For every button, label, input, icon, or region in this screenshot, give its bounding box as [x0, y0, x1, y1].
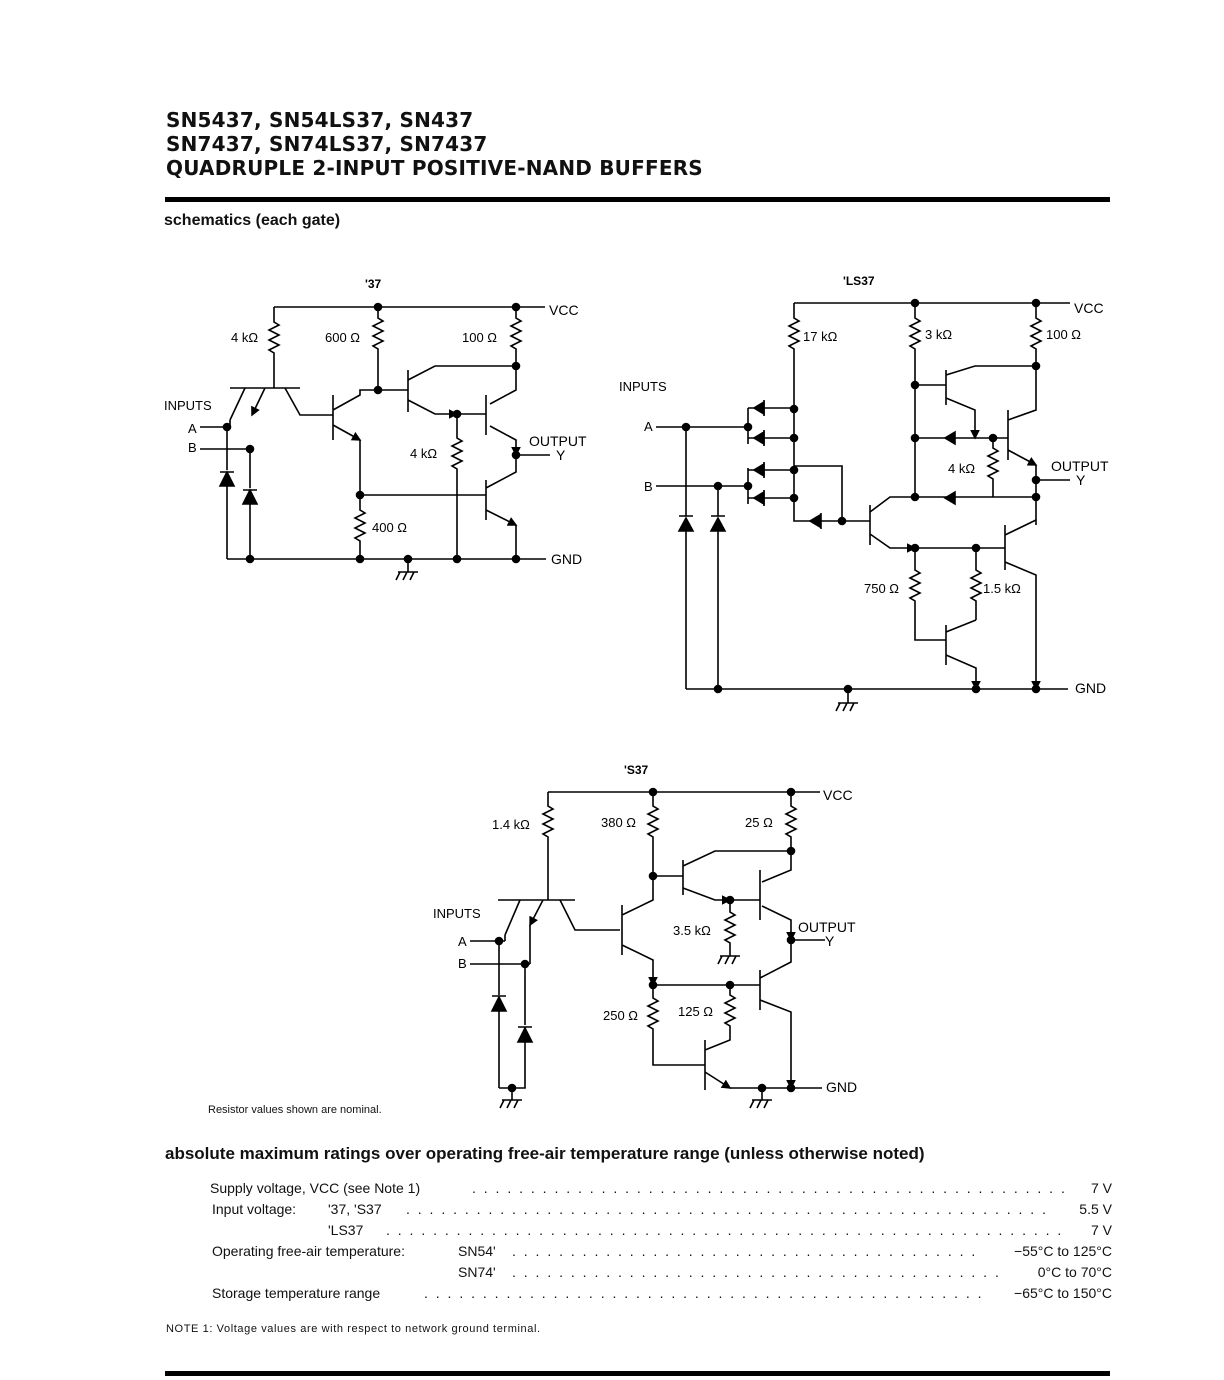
header-line-2: SN7437, SN74LS37, SN7437	[166, 132, 488, 156]
footer-rule	[165, 1371, 1110, 1376]
s37-r1: 4 kΩ	[231, 330, 258, 345]
rating-row: Storage temperature range . . . . . . . …	[210, 1283, 1112, 1304]
ratings-list: Supply voltage, VCC (see Note 1) . . . .…	[210, 1178, 1112, 1304]
s37-gnd-label: GND	[551, 551, 582, 567]
rating-row: Input voltage: '37, 'S37 . . . . . . . .…	[210, 1199, 1112, 1220]
schematic-37-title: '37	[365, 277, 382, 291]
rating-sublabel: SN54'	[458, 1243, 496, 1259]
rating-value: 0°C to 70°C	[1037, 1264, 1112, 1280]
s37s-r6: 125 Ω	[678, 1004, 713, 1019]
ls37-r6: 1.5 kΩ	[983, 581, 1021, 596]
ls37-r4: 4 kΩ	[948, 461, 975, 476]
s37s-r5: 250 Ω	[603, 1008, 638, 1023]
s37s-inputs-label: INPUTS	[433, 906, 481, 921]
s37s-output-label: OUTPUT	[798, 919, 856, 935]
rating-value: −55°C to 125°C	[1014, 1243, 1112, 1259]
schematics-section-title: schematics (each gate)	[164, 212, 341, 229]
rating-label: Storage temperature range	[212, 1285, 381, 1301]
ls37-r5: 750 Ω	[864, 581, 899, 596]
rating-row: SN74' . . . . . . . . . . . . . . . . . …	[210, 1262, 1112, 1283]
ratings-title: absolute maximum ratings over operating …	[165, 1144, 925, 1163]
leader-dots: . . . . . . . . . . . . . . . . . . . . …	[424, 1285, 984, 1301]
rating-sublabel: 'LS37	[328, 1222, 364, 1238]
s37-r5: 400 Ω	[372, 520, 407, 535]
s37s-r1: 1.4 kΩ	[492, 817, 530, 832]
s37s-b-label: B	[458, 956, 467, 971]
s37-r2: 600 Ω	[325, 330, 360, 345]
rating-row: 'LS37 . . . . . . . . . . . . . . . . . …	[210, 1220, 1112, 1241]
rating-value: 5.5 V	[1079, 1201, 1112, 1217]
s37s-r2: 380 Ω	[601, 815, 636, 830]
ls37-r3: 100 Ω	[1046, 327, 1081, 342]
document-header: SN5437, SN54LS37, SN437 SN7437, SN74LS37…	[166, 108, 703, 180]
ls37-y-label: Y	[1076, 472, 1086, 488]
header-rule	[165, 197, 1110, 202]
schematic-s37-title: 'S37	[624, 763, 649, 777]
schematic-s37: 'S37 VCC 1.4 kΩ 380 Ω 25 Ω INPUTS A B	[433, 763, 857, 1109]
s37-output-label: OUTPUT	[529, 433, 587, 449]
resistor-note: Resistor values shown are nominal.	[208, 1104, 382, 1116]
s37s-a-label: A	[458, 934, 467, 949]
rating-value: 7 V	[1090, 1180, 1112, 1196]
header-line-1: SN5437, SN54LS37, SN437	[166, 108, 474, 132]
rating-label: Supply voltage, VCC (see Note 1)	[210, 1180, 421, 1196]
leader-dots: . . . . . . . . . . . . . . . . . . . . …	[512, 1243, 984, 1259]
header-line-3: QUADRUPLE 2-INPUT POSITIVE-NAND BUFFERS	[166, 156, 703, 180]
ls37-vcc-label: VCC	[1074, 300, 1104, 316]
s37s-vcc-label: VCC	[823, 787, 853, 803]
s37s-r3: 25 Ω	[745, 815, 773, 830]
s37s-r4: 3.5 kΩ	[673, 923, 711, 938]
s37-r3: 100 Ω	[462, 330, 497, 345]
s37-b-label: B	[188, 440, 197, 455]
leader-dots: . . . . . . . . . . . . . . . . . . . . …	[472, 1180, 1064, 1196]
rating-sublabel: SN74'	[458, 1264, 496, 1280]
ls37-r2: 3 kΩ	[925, 327, 952, 342]
rating-label: Operating free-air temperature:	[212, 1243, 405, 1259]
rating-row: Operating free-air temperature: SN54' . …	[210, 1241, 1112, 1262]
ls37-r1: 17 kΩ	[803, 329, 838, 344]
s37-vcc-label: VCC	[549, 302, 579, 318]
schematic-37: '37 VCC 4 kΩ 600 Ω 100 Ω INPUTS A B	[164, 277, 587, 581]
s37s-y-label: Y	[825, 933, 835, 949]
s37s-gnd-label: GND	[826, 1079, 857, 1095]
ls37-a-label: A	[644, 419, 653, 434]
ratings-note: NOTE 1: Voltage values are with respect …	[166, 1323, 541, 1335]
ls37-gnd-label: GND	[1075, 680, 1106, 696]
ls37-b-label: B	[644, 479, 653, 494]
rating-value: −65°C to 150°C	[1014, 1285, 1112, 1301]
s37-inputs-label: INPUTS	[164, 398, 212, 413]
schematic-ls37-title: 'LS37	[843, 274, 875, 288]
leader-dots: . . . . . . . . . . . . . . . . . . . . …	[386, 1222, 1066, 1238]
ls37-output-label: OUTPUT	[1051, 458, 1109, 474]
rating-value: 7 V	[1090, 1222, 1112, 1238]
s37-r4: 4 kΩ	[410, 446, 437, 461]
rating-label: Input voltage:	[212, 1201, 297, 1217]
ls37-inputs-label: INPUTS	[619, 379, 667, 394]
rating-row: Supply voltage, VCC (see Note 1) . . . .…	[210, 1178, 1112, 1199]
schematic-ls37: 'LS37 VCC 17 kΩ 3 kΩ 100 Ω INPUTS A B	[619, 274, 1109, 712]
leader-dots: . . . . . . . . . . . . . . . . . . . . …	[406, 1201, 1054, 1217]
rating-sublabel: '37, 'S37	[328, 1201, 382, 1217]
s37-a-label: A	[188, 421, 197, 436]
s37-y-label: Y	[556, 447, 566, 463]
leader-dots: . . . . . . . . . . . . . . . . . . . . …	[512, 1264, 1008, 1280]
